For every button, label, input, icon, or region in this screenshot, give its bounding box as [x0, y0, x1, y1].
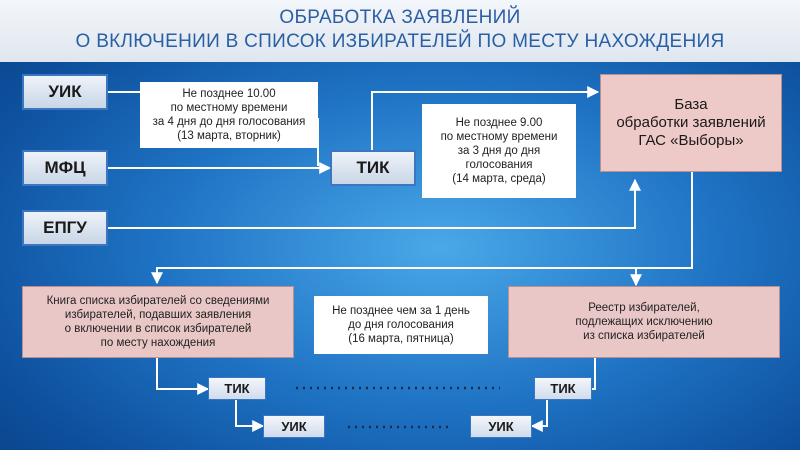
tik-main-box: ТИК [330, 150, 416, 186]
tik-right-label: ТИК [550, 381, 576, 396]
tik-main-label: ТИК [356, 158, 390, 177]
note3-line3: (16 марта, пятница) [348, 333, 454, 345]
source-uik-label: УИК [48, 82, 82, 101]
source-epgu-label: ЕПГУ [43, 218, 87, 237]
note2-line5: (14 марта, среда) [452, 173, 546, 185]
registry-line1: Реестр избирателей, [588, 302, 700, 314]
deadline-note-3: Не позднее чем за 1 день до дня голосова… [314, 296, 488, 354]
title-banner: ОБРАБОТКА ЗАЯВЛЕНИЙ О ВКЛЮЧЕНИИ В СПИСОК… [0, 0, 800, 62]
note1-line2: по местному времени [170, 102, 288, 114]
title-line-2: О ВКЛЮЧЕНИИ В СПИСОК ИЗБИРАТЕЛЕЙ ПО МЕСТ… [75, 31, 725, 52]
uik-left-label: УИК [281, 419, 307, 434]
source-uik-box: УИК [22, 74, 108, 110]
gas-vybory-database-box: База обработки заявлений ГАС «Выборы» [600, 74, 782, 172]
title-line-1: ОБРАБОТКА ЗАЯВЛЕНИЙ [279, 7, 521, 28]
voter-list-book-box: Книга списка избирателей со сведениями и… [22, 286, 294, 358]
note1-line3: за 4 дня до дня голосования [152, 116, 306, 128]
registry-line3: из списка избирателей [583, 330, 705, 342]
tik-left-label: ТИК [224, 381, 250, 396]
database-line2: обработки заявлений [616, 114, 766, 131]
book-line1: Книга списка избирателей со сведениями [46, 295, 270, 307]
note1-line1: Не позднее 10.00 [182, 88, 276, 100]
note2-line2: по местному времени [440, 131, 558, 143]
source-mfc-box: МФЦ [22, 150, 108, 186]
note1-line4: (13 марта, вторник) [177, 130, 281, 142]
book-line4: по месту нахождения [100, 337, 216, 349]
deadline-note-2: Не позднее 9.00 по местному времени за 3… [422, 104, 576, 198]
uik-right-box: УИК [470, 415, 532, 438]
database-line1: База [674, 96, 708, 113]
note2-line4: голосования [465, 159, 533, 171]
deadline-note-1: Не позднее 10.00 по местному времени за … [140, 82, 318, 148]
database-line3: ГАС «Выборы» [638, 132, 744, 149]
source-epgu-box: ЕПГУ [22, 210, 108, 246]
tik-right-box: ТИК [534, 377, 592, 400]
tik-left-box: ТИК [208, 377, 266, 400]
uik-left-box: УИК [263, 415, 325, 438]
exclusion-registry-box: Реестр избирателей, подлежащих исключени… [508, 286, 780, 358]
note2-line3: за 3 дня до дня [457, 145, 541, 157]
note3-line2: до дня голосования [348, 319, 454, 331]
book-line2: избирателей, подавших заявления [64, 309, 252, 321]
note3-line1: Не позднее чем за 1 день [332, 305, 470, 317]
book-line3: о включении в список избирателей [64, 323, 252, 335]
source-mfc-label: МФЦ [44, 158, 86, 177]
uik-right-label: УИК [488, 419, 514, 434]
registry-line2: подлежащих исключению [575, 316, 713, 328]
note2-line1: Не позднее 9.00 [455, 117, 543, 129]
